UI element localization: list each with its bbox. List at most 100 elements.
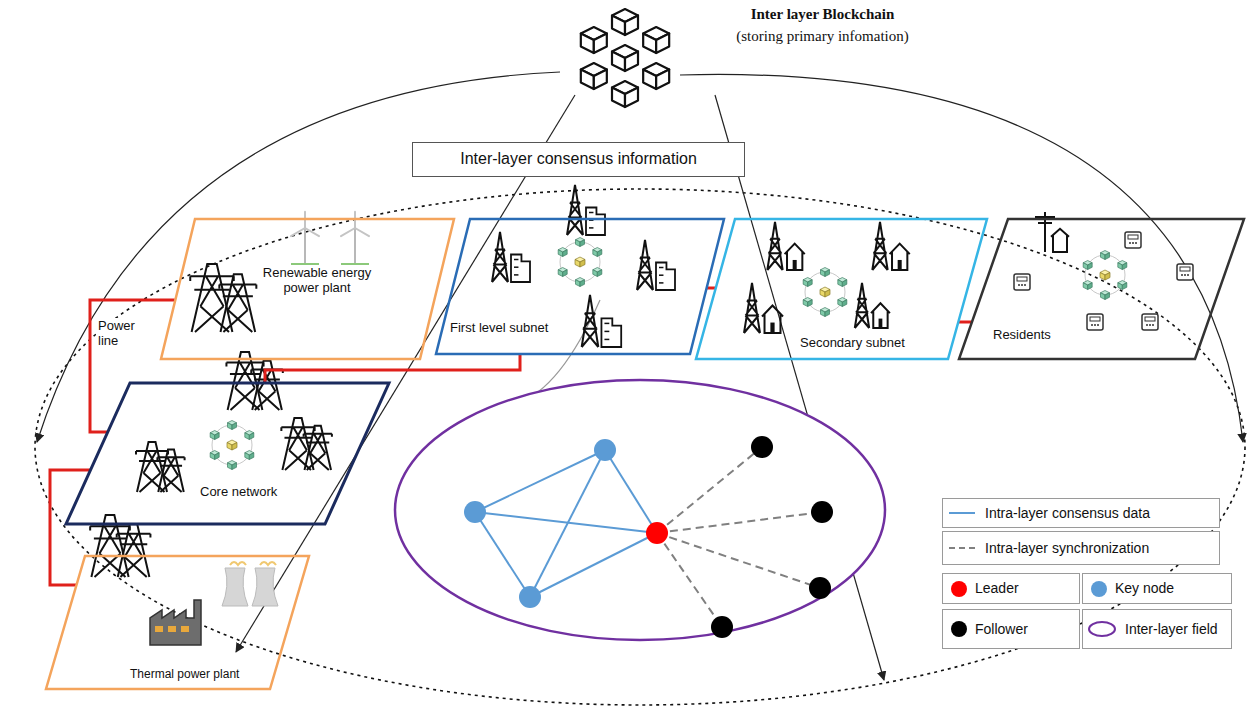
chain-ring — [805, 272, 845, 312]
cube-face — [575, 260, 580, 268]
cube-face — [1083, 283, 1088, 290]
meter-symbol — [1125, 232, 1141, 248]
cube-face — [1088, 283, 1093, 290]
sync-line — [657, 533, 820, 588]
meter-symbol — [1142, 314, 1158, 330]
pylon-symbol — [157, 450, 184, 493]
house-door — [879, 319, 883, 328]
house-symbol — [1051, 229, 1069, 252]
follower-node — [811, 501, 833, 523]
legend-item: Inter-layer field — [1082, 609, 1232, 649]
turbine-blade — [291, 228, 305, 236]
legend-swatch — [951, 581, 967, 597]
outer-field — [35, 189, 1245, 705]
house-door — [770, 323, 774, 333]
cube-face — [1105, 273, 1110, 281]
parallelogram-border — [959, 219, 1244, 359]
window-line — [514, 266, 518, 268]
consensus-line — [475, 512, 657, 533]
subnet-region: Secondary subnet — [695, 218, 988, 360]
consensus-line — [530, 533, 657, 597]
cube-face — [838, 300, 843, 307]
node-label: Thermal power plant — [130, 668, 239, 682]
parallelogram-outline — [65, 382, 390, 525]
cube-face — [245, 453, 250, 460]
cube-face — [612, 88, 625, 108]
legend-text: Intra-layer synchronization — [985, 540, 1149, 556]
house-symbol — [890, 244, 910, 270]
meter-keys — [1129, 242, 1137, 244]
grass-line — [291, 263, 319, 265]
cube-face — [597, 250, 602, 257]
cube-face — [1088, 263, 1093, 270]
cube-face — [803, 300, 808, 307]
house-symbol — [871, 303, 890, 328]
chain-ring — [212, 425, 252, 465]
window-line — [659, 267, 663, 269]
building-symbol — [601, 318, 621, 347]
cube-face — [803, 280, 808, 287]
house-symbol — [762, 306, 783, 334]
factory-window — [168, 626, 176, 632]
legend-item: Leader — [942, 573, 1080, 604]
pylon-symbol — [117, 524, 151, 577]
leader-node — [646, 522, 668, 544]
plant-region: Renewable energy power plant — [160, 218, 455, 360]
turbine-mast — [354, 228, 356, 264]
cube-face — [612, 16, 625, 36]
grass-line — [341, 263, 369, 265]
cube-face — [643, 34, 656, 54]
turbine-blade — [341, 228, 355, 236]
node-label: Inter-layer consensus information — [460, 150, 697, 168]
legend-swatch — [951, 621, 967, 637]
tower-symbol — [637, 240, 653, 290]
cube-face — [210, 433, 215, 440]
pylon-symbol — [219, 274, 256, 332]
consensus-line — [605, 450, 657, 533]
cube-face — [1122, 263, 1127, 270]
legend-item: Key node — [1082, 573, 1232, 604]
meter-keys — [1146, 324, 1154, 326]
tower-symbol — [744, 283, 760, 333]
tower-symbol — [872, 222, 887, 270]
legend-line — [949, 512, 975, 514]
window-line — [589, 212, 593, 214]
meter-display — [1017, 277, 1027, 281]
meter-keys — [1018, 284, 1026, 286]
follower-node — [809, 577, 831, 599]
legend-text: Leader — [975, 580, 1019, 596]
field-ellipse — [395, 380, 885, 640]
tower-symbol — [567, 185, 583, 235]
house-symbol — [785, 244, 805, 270]
cube-face — [563, 250, 568, 257]
cube-face — [825, 290, 830, 298]
chain-ring — [560, 242, 600, 282]
subnet-region: First level subnet — [435, 218, 725, 355]
cube-face — [1105, 253, 1110, 260]
cube-face — [1118, 263, 1123, 270]
steam — [230, 562, 246, 565]
cube-face — [656, 70, 669, 90]
cube-face — [1122, 283, 1127, 290]
diagram-title: Inter layer Blockchain — [700, 6, 945, 23]
meter-display — [1128, 235, 1138, 239]
meter-display — [1145, 317, 1155, 321]
key-node — [464, 501, 486, 523]
cube-face — [576, 280, 581, 287]
meter-keys — [1091, 324, 1099, 326]
meter-display — [1090, 317, 1100, 321]
tower-symbol — [855, 283, 869, 328]
pylon-symbol — [304, 426, 332, 470]
node-label: First level subnet — [450, 321, 548, 336]
cube-face — [821, 270, 826, 277]
parallelogram-border — [66, 383, 389, 524]
cube-face — [825, 270, 830, 277]
legend-item: Intra-layer consensus data — [942, 498, 1220, 528]
broadcast-arrow — [37, 72, 560, 442]
window-line — [604, 339, 609, 341]
cooling-tower — [222, 568, 248, 606]
factory-window — [155, 626, 163, 632]
cube-face — [842, 300, 847, 307]
cube-face — [1118, 283, 1123, 290]
legend-swatch — [1091, 581, 1107, 597]
